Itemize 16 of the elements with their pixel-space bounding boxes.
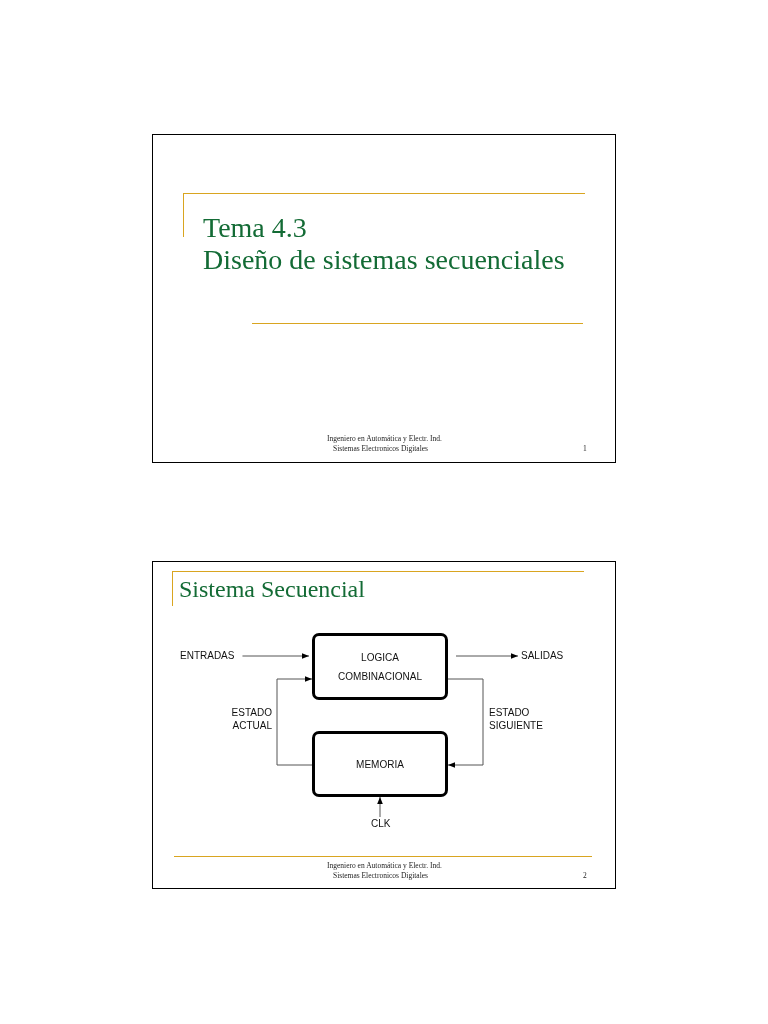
arrow: [455, 653, 519, 659]
process-box: [312, 633, 448, 700]
arrow: [241, 653, 310, 659]
slide-title: Tema 4.3: [203, 212, 307, 244]
signal-label: CLK: [371, 818, 391, 829]
process-box: [312, 731, 448, 797]
box-label: MEMORIA: [356, 758, 404, 770]
arrow: [377, 796, 383, 818]
signal-label: SALIDAS: [521, 650, 564, 661]
arrow: [276, 676, 313, 766]
slide-title: Diseño de sistemas secuenciales: [203, 244, 565, 276]
slide-title: Sistema Secuencial: [179, 576, 365, 603]
box-label: LOGICA: [361, 651, 399, 663]
box-label: COMBINACIONAL: [338, 670, 422, 682]
signal-label: ENTRADAS: [180, 650, 235, 661]
arrow: [447, 678, 484, 768]
